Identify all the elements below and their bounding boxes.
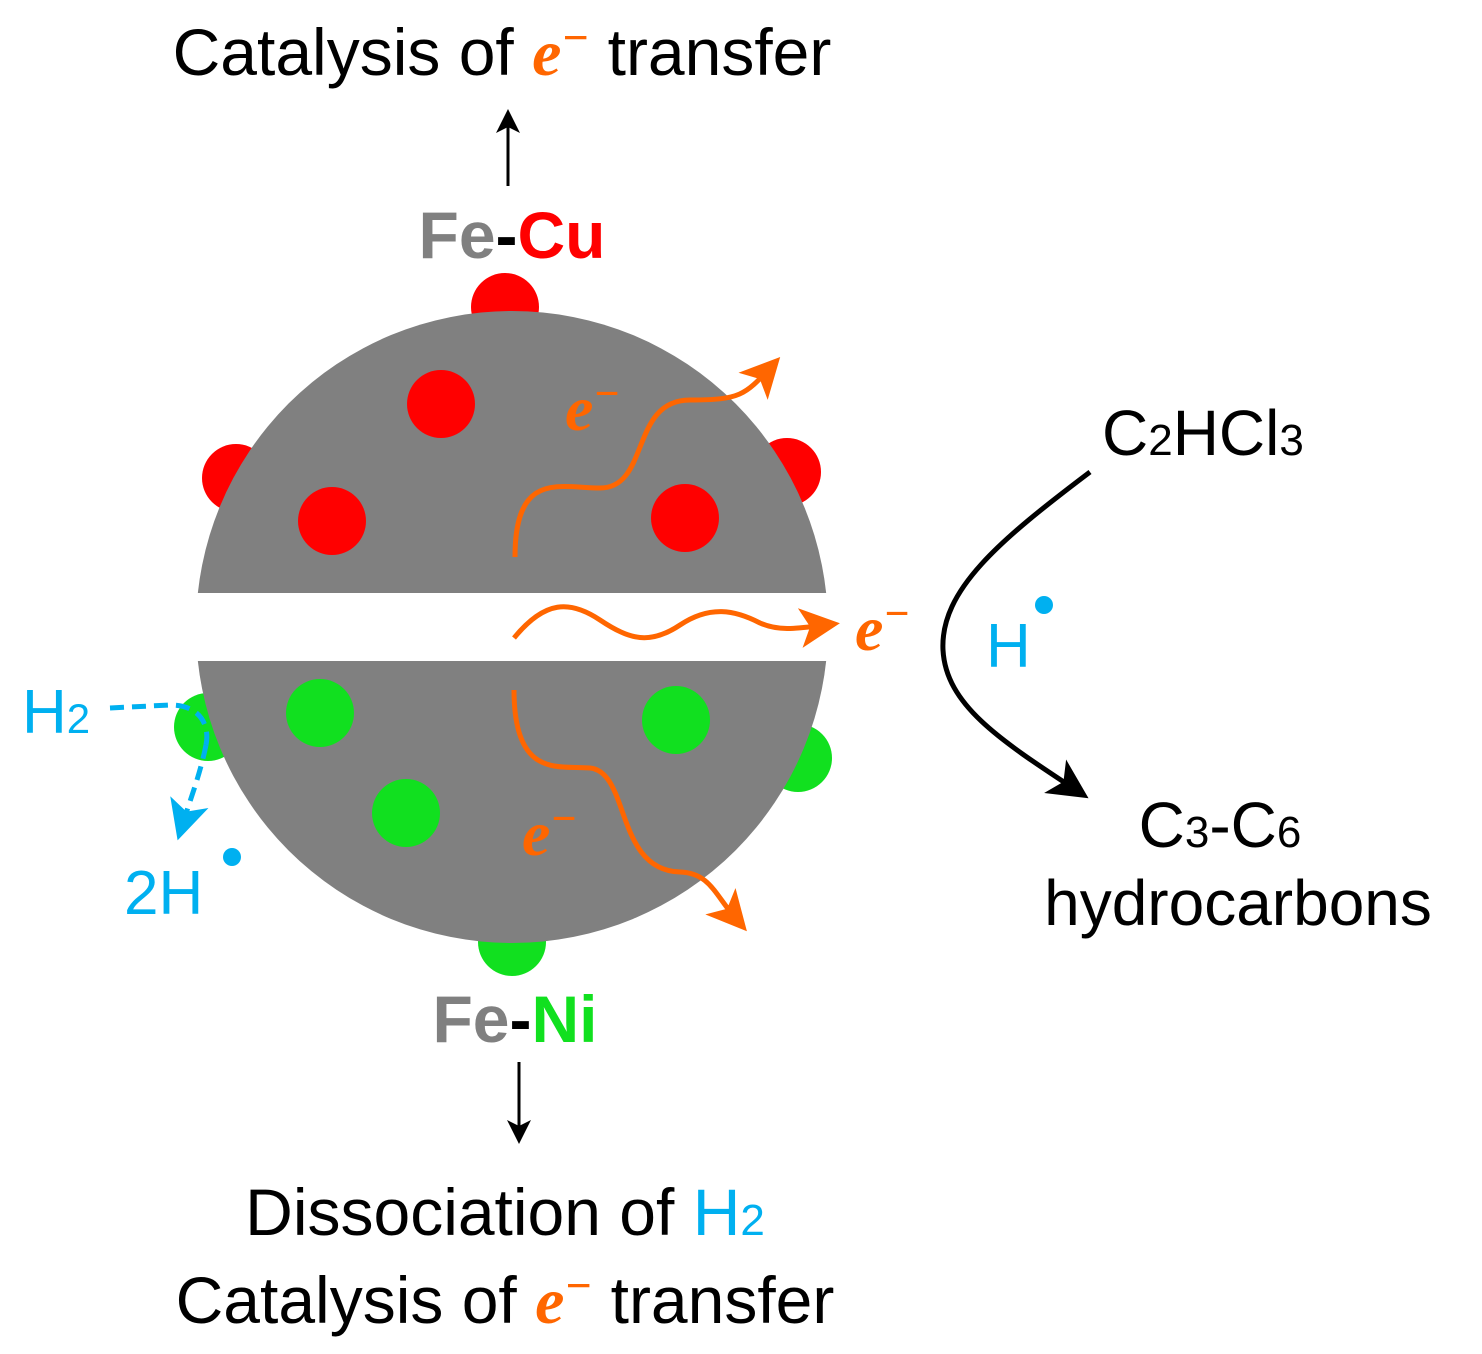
electron-path-down: [511, 689, 747, 932]
electron-path-up: [512, 356, 781, 558]
cu-particle: [407, 370, 475, 438]
h2-dissociation-arrow: [170, 744, 209, 841]
ni-particle: [642, 686, 710, 754]
ni-particle: [372, 779, 440, 847]
h2-dashed-path: [109, 702, 210, 746]
cu-particle: [651, 484, 719, 552]
electron-label-right: e−: [855, 589, 910, 664]
product-label-line1: C3-C6: [1139, 789, 1302, 861]
fe-ni-label: Fe-Ni: [432, 982, 597, 1056]
h-radical-label: H: [986, 612, 1031, 681]
two-h-radical-label: 2H: [124, 859, 203, 928]
radical-dot: [1035, 596, 1053, 614]
electron-label-bottom: e−: [522, 794, 577, 869]
electron-label-top: e−: [565, 369, 620, 444]
radical-dot: [223, 848, 241, 866]
h2-label: H2: [22, 678, 90, 747]
reaction-arrow: [940, 470, 1092, 799]
reactant-label: C2HCl3: [1102, 397, 1304, 469]
cu-particle: [298, 487, 366, 555]
ni-particle: [286, 679, 354, 747]
top-caption: Catalysis of e− transfer: [173, 12, 832, 90]
electron-path-right: [512, 604, 840, 648]
fe-cu-label: Fe-Cu: [419, 198, 606, 272]
bottom-caption-line2: Catalysis of e− transfer: [176, 1260, 835, 1338]
bottom-caption-line1: Dissociation of H2: [245, 1175, 765, 1249]
product-label-line2: hydrocarbons: [1044, 867, 1432, 939]
